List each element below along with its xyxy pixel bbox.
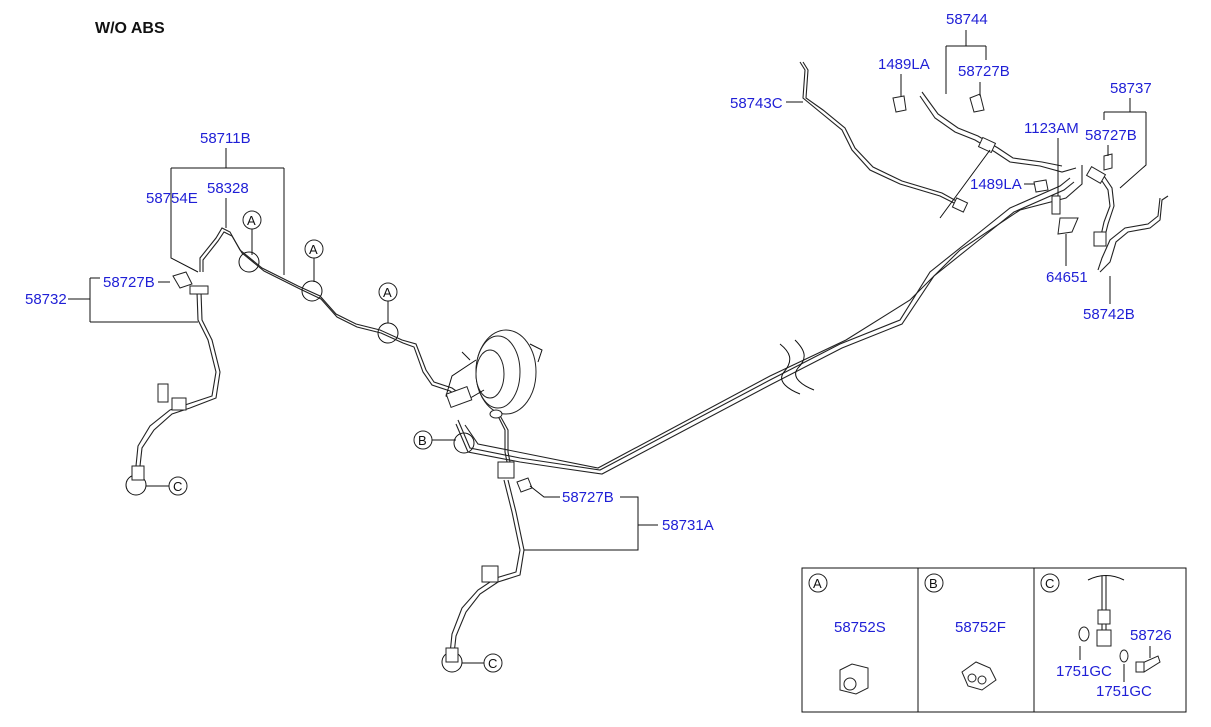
callout-58732: 58732 58727B bbox=[25, 274, 198, 323]
callout-58711B: 58711B 58754E 58328 bbox=[146, 130, 285, 275]
callout-1123AM: 1123AM bbox=[1024, 120, 1079, 196]
callout-58744: 58744 58727B bbox=[945, 11, 1010, 96]
ref-a-2: A bbox=[301, 239, 324, 302]
hose-58737 bbox=[1085, 165, 1115, 247]
legend-label-58752F[interactable]: 58752F bbox=[955, 619, 1006, 636]
callout-64651: 64651 bbox=[1046, 234, 1088, 286]
label-58711B[interactable]: 58711B bbox=[200, 130, 251, 147]
legend-label-58752S[interactable]: 58752S bbox=[834, 619, 886, 636]
label-58732[interactable]: 58732 bbox=[25, 291, 67, 308]
label-58731A[interactable]: 58731A bbox=[662, 517, 714, 534]
label-58737[interactable]: 58737 bbox=[1110, 80, 1152, 97]
legend-cell-a: A 58752S bbox=[808, 573, 886, 695]
hose-58732 bbox=[131, 285, 221, 481]
ref-a-1: A bbox=[238, 210, 262, 273]
callout-1489LA-mid: 1489LA bbox=[939, 149, 1034, 219]
ref-b-1: B bbox=[413, 430, 475, 454]
ref-a-3: A bbox=[377, 282, 399, 344]
callout-1489LA-top: 1489LA bbox=[878, 56, 930, 96]
diagram-title: W/O ABS bbox=[95, 20, 165, 37]
label-58727B-bottom[interactable]: 58727B bbox=[562, 489, 614, 506]
svg-text:B: B bbox=[929, 576, 938, 591]
label-1123AM[interactable]: 1123AM bbox=[1024, 120, 1079, 137]
legend-cell-c: C 58726 1751GC 1751GC bbox=[1040, 573, 1172, 700]
label-58754E[interactable]: 58754E bbox=[146, 190, 198, 207]
callout-58737: 58737 58727B bbox=[1085, 80, 1152, 189]
label-58727B-top[interactable]: 58727B bbox=[958, 63, 1010, 80]
ref-c-1: C bbox=[125, 474, 188, 496]
label-58743C[interactable]: 58743C bbox=[730, 95, 783, 112]
brake-pipes bbox=[199, 61, 1169, 475]
label-58727B-left[interactable]: 58727B bbox=[103, 274, 155, 291]
svg-text:A: A bbox=[247, 213, 256, 228]
callout-58731A: 58731A bbox=[524, 496, 714, 551]
hose-58731A bbox=[445, 461, 525, 663]
svg-text:C: C bbox=[1045, 576, 1054, 591]
svg-text:A: A bbox=[383, 285, 392, 300]
legend-label-58726[interactable]: 58726 bbox=[1130, 627, 1172, 644]
svg-text:C: C bbox=[488, 656, 497, 671]
label-1489LA-mid[interactable]: 1489LA bbox=[970, 176, 1022, 193]
callout-58727B-bottom: 58727B bbox=[529, 485, 614, 506]
label-64651[interactable]: 64651 bbox=[1046, 269, 1088, 286]
label-58744[interactable]: 58744 bbox=[946, 11, 988, 28]
svg-text:A: A bbox=[813, 576, 822, 591]
label-1489LA-top[interactable]: 1489LA bbox=[878, 56, 930, 73]
clips bbox=[172, 93, 1113, 493]
detail-legend: A 58752S B 58752F C 58726 bbox=[801, 567, 1187, 713]
callout-58743C: 58743C bbox=[730, 95, 803, 112]
callout-58742B: 58742B bbox=[1083, 276, 1135, 323]
label-58742B[interactable]: 58742B bbox=[1083, 306, 1135, 323]
svg-text:B: B bbox=[418, 433, 427, 448]
svg-text:C: C bbox=[173, 479, 182, 494]
svg-text:A: A bbox=[309, 242, 318, 257]
legend-label-1751GC-2[interactable]: 1751GC bbox=[1096, 683, 1152, 700]
legend-cell-b: B 58752F bbox=[924, 573, 1006, 691]
label-58328[interactable]: 58328 bbox=[207, 180, 249, 197]
brake-booster bbox=[445, 329, 543, 419]
legend-label-1751GC-1[interactable]: 1751GC bbox=[1056, 663, 1112, 680]
label-58727B-right[interactable]: 58727B bbox=[1085, 127, 1137, 144]
